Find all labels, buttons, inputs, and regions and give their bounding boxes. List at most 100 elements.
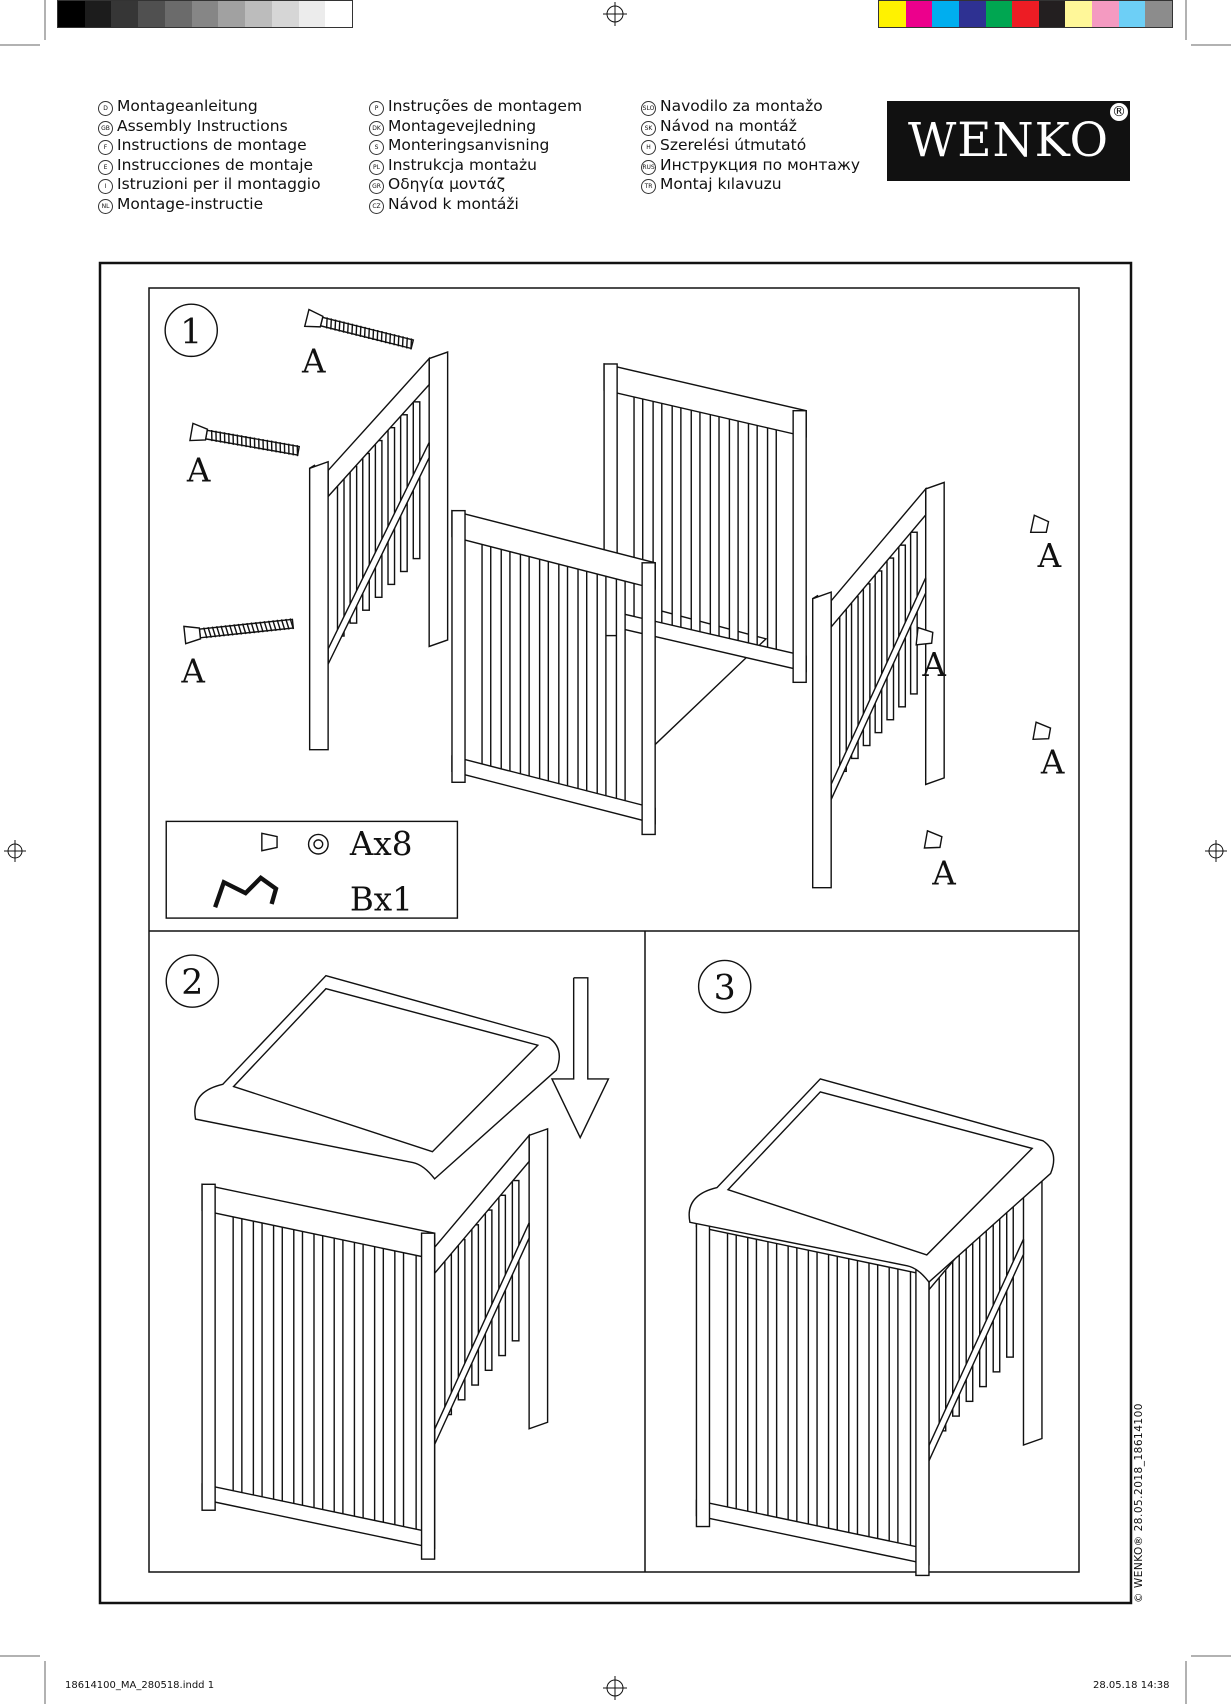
- screw-icon: [303, 308, 415, 350]
- slat: [444, 1253, 453, 1416]
- slat: [747, 1235, 758, 1520]
- language-label: Instructions de montage: [117, 136, 307, 154]
- part-a-label: A: [921, 646, 946, 684]
- slat: [272, 1223, 283, 1508]
- color-swatch: [1092, 1, 1119, 27]
- leg: [641, 562, 656, 836]
- footer-filename: 18614100_MA_280518.indd 1: [65, 1680, 215, 1691]
- language-label: Instrucciones de montaje: [117, 155, 314, 174]
- leg: [451, 509, 466, 783]
- language-label: Návod na montáž: [660, 116, 797, 135]
- slat: [313, 1231, 324, 1516]
- slat: [848, 1256, 859, 1541]
- slat: [839, 608, 847, 773]
- front-leg: [308, 460, 329, 751]
- slat: [671, 403, 682, 634]
- logo-text: WENKO: [907, 113, 1110, 168]
- step-3-badge: 3: [697, 959, 752, 1014]
- slat: [979, 1225, 987, 1388]
- color-swatch: [1118, 1, 1146, 27]
- part-a-label: A: [1040, 744, 1065, 782]
- color-swatch: [138, 1, 165, 27]
- language-label: Navodilo za montažo: [660, 97, 823, 115]
- slat: [938, 1269, 947, 1432]
- color-swatch: [84, 1, 112, 27]
- color-swatch: [191, 1, 219, 27]
- wenko-logo: WENKO: [887, 101, 1130, 181]
- part-a-count: Ax8: [349, 825, 413, 863]
- slat: [807, 1248, 818, 1533]
- screw-icon: [183, 618, 295, 645]
- language-label: Montageanleitung: [117, 97, 258, 115]
- leg: [201, 1183, 216, 1511]
- svg-text:3: 3: [714, 969, 736, 1009]
- slat: [394, 1248, 405, 1533]
- slat: [336, 478, 345, 637]
- color-swatch: [879, 1, 906, 27]
- country-code-badge: I: [98, 179, 113, 194]
- slat: [827, 1252, 838, 1537]
- front-leg: [811, 591, 832, 889]
- country-code-badge: PL: [369, 159, 384, 175]
- country-code-badge: NL: [98, 198, 113, 214]
- screw-icon: [923, 829, 943, 849]
- back-leg: [428, 351, 449, 648]
- allen-key-icon: [213, 875, 279, 908]
- color-swatch: [1065, 1, 1093, 27]
- country-code-badge: SK: [641, 120, 656, 136]
- step-1-badge: 1: [164, 303, 219, 358]
- screw-icon: [261, 832, 278, 852]
- washer-icon: [313, 839, 324, 850]
- slat: [353, 1240, 364, 1525]
- svg-text:2: 2: [181, 963, 203, 1003]
- step-2-illustration: [194, 974, 560, 1560]
- country-code-badge: TR: [641, 179, 656, 194]
- country-code-badge: RUS: [641, 159, 656, 175]
- lid: [194, 974, 560, 1180]
- svg-text:1: 1: [180, 312, 202, 352]
- color-swatch: [1012, 1, 1039, 27]
- leg: [792, 409, 807, 684]
- leg: [695, 1199, 711, 1528]
- slat: [500, 547, 511, 778]
- part-a-label: A: [301, 343, 326, 381]
- back-leg: [924, 481, 945, 786]
- color-swatch: [298, 1, 326, 27]
- language-label: Istruzioni per il montaggio: [117, 175, 321, 193]
- color-swatch: [111, 1, 139, 27]
- country-code-badge: E: [98, 159, 113, 175]
- language-label: Assembly Instructions: [117, 116, 288, 135]
- slat: [787, 1243, 798, 1528]
- slat: [726, 1231, 737, 1516]
- color-swatch: [58, 1, 85, 27]
- screw-icon: [189, 422, 301, 457]
- language-label: Instruções de montagem: [388, 97, 583, 115]
- color-swatch: [245, 1, 272, 27]
- parts-legend: Ax8 Bx1: [165, 820, 459, 919]
- screw-icon: [915, 626, 934, 646]
- slat: [558, 562, 569, 792]
- color-swatch: [164, 1, 192, 27]
- country-code-badge: CZ: [369, 198, 384, 214]
- slat: [615, 577, 626, 807]
- footer-date: 28.05.18 14:38: [1093, 1680, 1170, 1691]
- language-label: Οδηγία μοντάζ: [388, 175, 506, 193]
- slat: [728, 417, 739, 647]
- slat: [747, 421, 758, 652]
- slat: [767, 1239, 778, 1524]
- slat: [888, 1265, 899, 1550]
- part-a-label: A: [931, 854, 956, 892]
